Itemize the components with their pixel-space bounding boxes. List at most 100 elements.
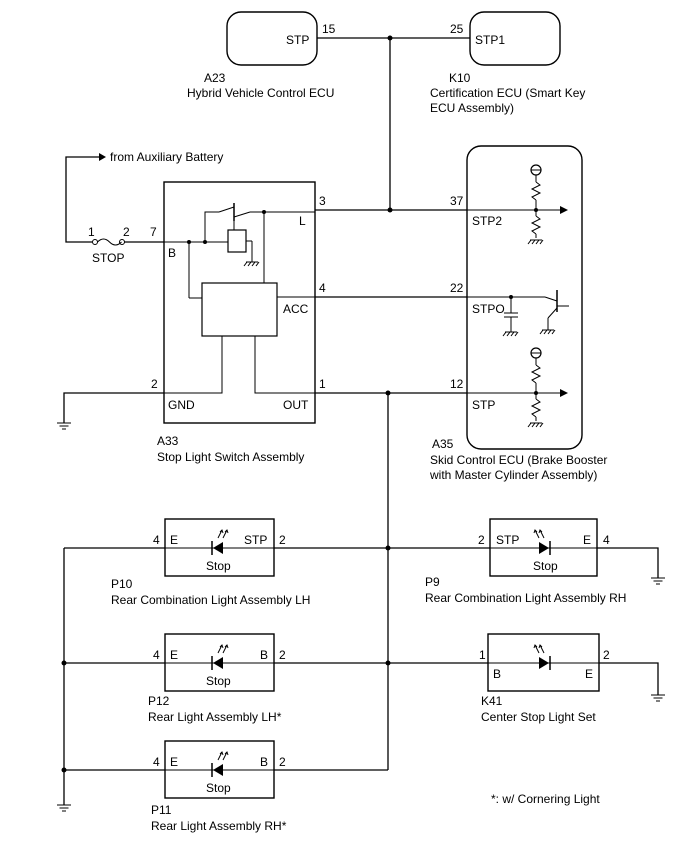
internal-b-wire (164, 211, 219, 243)
a33-pin-gnd-label: GND (168, 398, 195, 412)
k10-code: K10 (449, 71, 471, 85)
p10-right-label: STP (244, 533, 267, 547)
a33-pin-l-label: L (299, 214, 306, 228)
wire-k41-ground (599, 662, 659, 695)
a23-name: Hybrid Vehicle Control ECU (187, 86, 334, 100)
a33-stop-light-switch: B L ACC GND OUT (163, 181, 316, 424)
stpo-transistor-c (544, 296, 558, 302)
p11-right-number: 2 (279, 755, 286, 769)
a33-pin-out-label: OUT (283, 398, 309, 412)
p9-code: P9 (425, 575, 440, 589)
a23-code: A23 (204, 71, 226, 85)
arrow-icon (99, 153, 106, 161)
k41-code: K41 (481, 694, 503, 708)
a35-name-line1: Skid Control ECU (Brake Booster (430, 453, 607, 467)
p11-right-label: B (260, 755, 268, 769)
p11-rear-light-rh: E B Stop (164, 740, 275, 799)
wire-p9-ground (597, 547, 659, 578)
a35-code: A35 (432, 437, 454, 451)
p9-name: Rear Combination Light Assembly RH (425, 591, 626, 605)
ground-icon (56, 422, 72, 430)
ground-icon (650, 577, 666, 585)
p9-right-number: 4 (603, 533, 610, 547)
a33-pin-l-number: 3 (319, 194, 326, 208)
junction-l-stp2 (387, 207, 393, 213)
p11-code: P11 (151, 803, 172, 817)
p12-name: Rear Light Assembly LH* (148, 710, 282, 724)
k41-left-label: B (493, 667, 501, 681)
stpo-transistor-e (547, 307, 558, 319)
p11-name: Rear Light Assembly RH* (151, 819, 287, 833)
k41-center-stop-light: B E (487, 633, 600, 692)
internal-gnd (164, 336, 223, 394)
arrow-icon (560, 206, 568, 214)
a35-skid-control-ecu: STP2 STPO STP (466, 145, 583, 450)
fuse-pin-out: 2 (123, 225, 130, 239)
a33-pin-b-label: B (168, 246, 176, 260)
battery-feed: from Auxiliary Battery (65, 150, 223, 243)
a35-pin-stpo-number: 22 (450, 281, 464, 295)
p9-left-label: STP (496, 533, 519, 547)
footnote: *: w/ Cornering Light (491, 792, 600, 806)
p11-lamp-label: Stop (206, 781, 231, 795)
p12-lamp-label: Stop (206, 674, 231, 688)
p12-rear-light-lh: E B Stop (164, 633, 275, 692)
p10-rear-combination-light-lh: E STP Stop (164, 518, 275, 577)
junction-internal-b2 (187, 240, 191, 244)
p12-left-label: E (170, 648, 178, 662)
p10-code: P10 (111, 577, 133, 591)
p11-left-number: 4 (153, 755, 160, 769)
p9-lamp-label: Stop (533, 559, 558, 573)
p12-left-number: 4 (153, 648, 160, 662)
k10-name-line2: ECU Assembly) (430, 101, 514, 115)
a23-pin-label: STP (286, 33, 309, 47)
arrow-icon (560, 389, 568, 397)
k41-left-number: 1 (479, 648, 486, 662)
a35-pin-stp-number: 12 (450, 377, 464, 391)
a33-pin-b-number: 7 (150, 225, 157, 239)
p12-code: P12 (148, 694, 170, 708)
fuse-terminal-left (92, 239, 98, 245)
p10-right-number: 2 (279, 533, 286, 547)
k41-right-number: 2 (603, 648, 610, 662)
wire-gnd-chassis (63, 392, 164, 423)
k41-name: Center Stop Light Set (481, 710, 596, 724)
a23-hybrid-ecu: STP 15 A23 Hybrid Vehicle Control ECU (187, 11, 336, 100)
a35-pin-stp-label: STP (472, 398, 495, 412)
stop-fuse: 1 2 STOP (88, 225, 130, 265)
internal-out (254, 336, 315, 394)
k10-pin-label: STP1 (475, 33, 505, 47)
a35-pin-stp2-number: 37 (450, 194, 464, 208)
a33-pin-acc-number: 4 (319, 281, 326, 295)
k10-certification-ecu: STP1 25 K10 Certification ECU (Smart Key… (430, 11, 585, 115)
p9-rear-combination-light-rh: STP E Stop (489, 518, 598, 577)
p10-left-number: 4 (153, 533, 160, 547)
a33-name: Stop Light Switch Assembly (157, 450, 304, 464)
transistor-collector (233, 211, 251, 218)
junction-stp2 (534, 208, 538, 212)
p9-right-label: E (583, 533, 591, 547)
p10-name: Rear Combination Light Assembly LH (111, 593, 310, 607)
a35-pin-stpo-label: STPO (472, 302, 505, 316)
ground-icon (56, 804, 72, 812)
a23-pin-number: 15 (322, 22, 336, 36)
a33-code: A33 (157, 434, 179, 448)
p9-left-number: 2 (478, 533, 485, 547)
p10-left-label: E (170, 533, 178, 547)
battery-label: from Auxiliary Battery (110, 150, 223, 164)
a33-pin-out-number: 1 (319, 377, 326, 391)
a33-pin-acc-label: ACC (283, 302, 309, 316)
transistor-emitter (218, 206, 235, 213)
p10-lamp-label: Stop (206, 559, 231, 573)
fuse-label: STOP (92, 251, 124, 265)
fuse-pin-in: 1 (88, 225, 95, 239)
p12-right-number: 2 (279, 648, 286, 662)
a33-pin-gnd-number: 2 (151, 377, 158, 391)
a35-name-line2: with Master Cylinder Assembly) (429, 468, 597, 482)
p11-left-label: E (170, 755, 178, 769)
junction-stp (534, 391, 538, 395)
switch-ic-block (201, 282, 278, 337)
k41-right-label: E (585, 667, 593, 681)
k10-pin-number: 25 (450, 22, 464, 36)
